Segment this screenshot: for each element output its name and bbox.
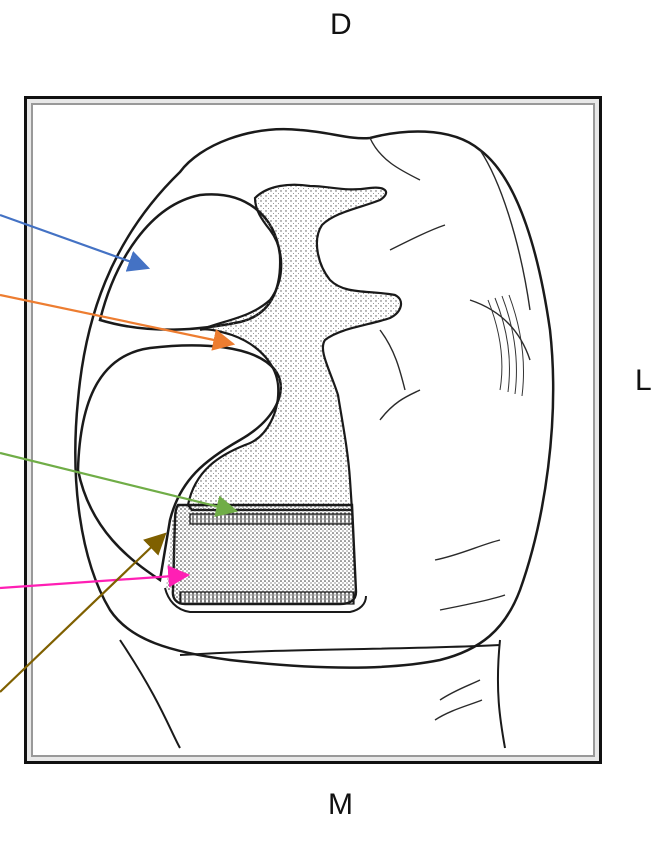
gingival-floor-bevel xyxy=(180,592,354,604)
axial-wall-bevel xyxy=(190,514,352,524)
distobuccal-cusp xyxy=(100,194,280,329)
